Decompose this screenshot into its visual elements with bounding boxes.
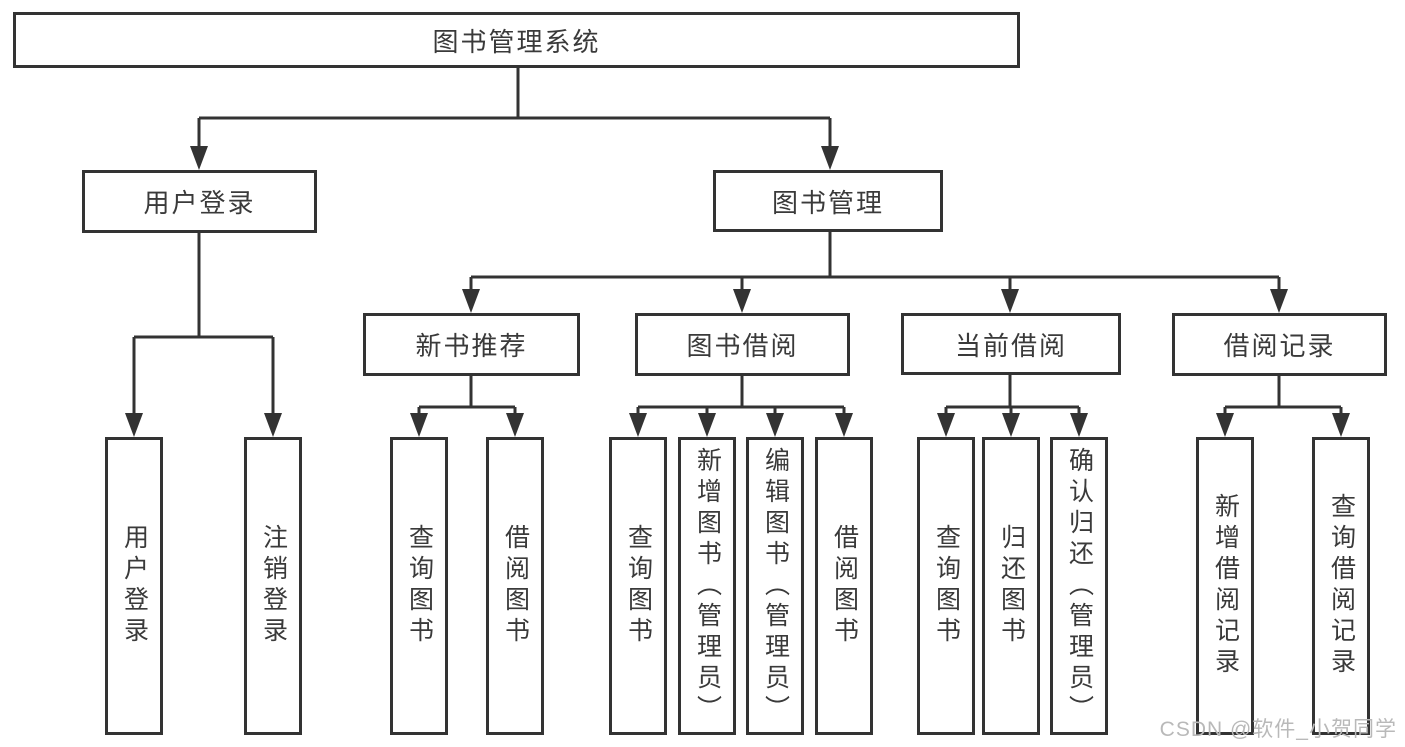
leaf-label: 查询图书 — [932, 524, 961, 648]
leaf-borrow-books: 借阅图书 — [815, 437, 873, 735]
node-label: 新书推荐 — [415, 331, 528, 361]
leaf-add-books-admin: 新增图书（管理员） — [678, 437, 736, 735]
connector-book-management-branch — [462, 232, 1288, 313]
node-label: 图书管理系统 — [432, 26, 601, 57]
node-current-borrow: 当前借阅 — [901, 313, 1121, 375]
leaf-label: 新增图书（管理员） — [693, 446, 722, 726]
node-label: 图书管理 — [771, 187, 884, 218]
connector-current-borrow-branch — [937, 375, 1088, 437]
leaf-label: 编辑图书（管理员） — [761, 446, 790, 726]
leaf-label: 新增借阅记录 — [1211, 493, 1240, 679]
node-label: 当前借阅 — [954, 330, 1067, 361]
connector-book-borrow-branch — [629, 376, 853, 437]
leaf-label: 查询图书 — [405, 524, 434, 648]
connector-root-to-level2 — [190, 68, 839, 170]
node-borrow-records: 借阅记录 — [1172, 313, 1387, 376]
leaf-label: 注销登录 — [259, 524, 288, 648]
leaf-edit-books-admin: 编辑图书（管理员） — [746, 437, 804, 735]
leaf-query-books-borrow: 查询图书 — [609, 437, 667, 735]
node-label: 用户登录 — [143, 188, 256, 218]
leaf-add-borrow-record: 新增借阅记录 — [1196, 437, 1254, 735]
node-new-book-recommend: 新书推荐 — [363, 313, 580, 376]
node-library-management-system: 图书管理系统 — [13, 12, 1020, 68]
connector-new-books-branch — [410, 376, 524, 437]
leaf-query-books-newbooks: 查询图书 — [390, 437, 448, 735]
leaf-label: 归还图书 — [997, 524, 1026, 648]
leaf-user-login: 用户登录 — [105, 437, 163, 735]
node-book-borrow: 图书借阅 — [635, 313, 850, 376]
leaf-logout: 注销登录 — [244, 437, 302, 735]
leaf-label: 借阅图书 — [501, 524, 530, 648]
leaf-query-books-current: 查询图书 — [917, 437, 975, 735]
leaf-label: 用户登录 — [120, 524, 149, 648]
node-label: 借阅记录 — [1223, 331, 1336, 361]
node-user-login-branch: 用户登录 — [82, 170, 317, 233]
leaf-query-borrow-record: 查询借阅记录 — [1312, 437, 1370, 735]
leaf-label: 借阅图书 — [830, 524, 859, 648]
connector-borrow-records-branch — [1216, 376, 1350, 437]
connector-user-login-branch — [125, 233, 282, 437]
leaf-label: 查询图书 — [624, 524, 653, 648]
leaf-confirm-return-admin: 确认归还（管理员） — [1050, 437, 1108, 735]
node-book-management-branch: 图书管理 — [713, 170, 943, 232]
leaf-label: 确认归还（管理员） — [1065, 446, 1094, 726]
leaf-borrow-books-newbooks: 借阅图书 — [486, 437, 544, 735]
csdn-watermark: CSDN @软件_小贺同学 — [1159, 718, 1397, 741]
leaf-label: 查询借阅记录 — [1327, 493, 1356, 679]
leaf-return-books: 归还图书 — [982, 437, 1040, 735]
node-label: 图书借阅 — [686, 331, 799, 361]
